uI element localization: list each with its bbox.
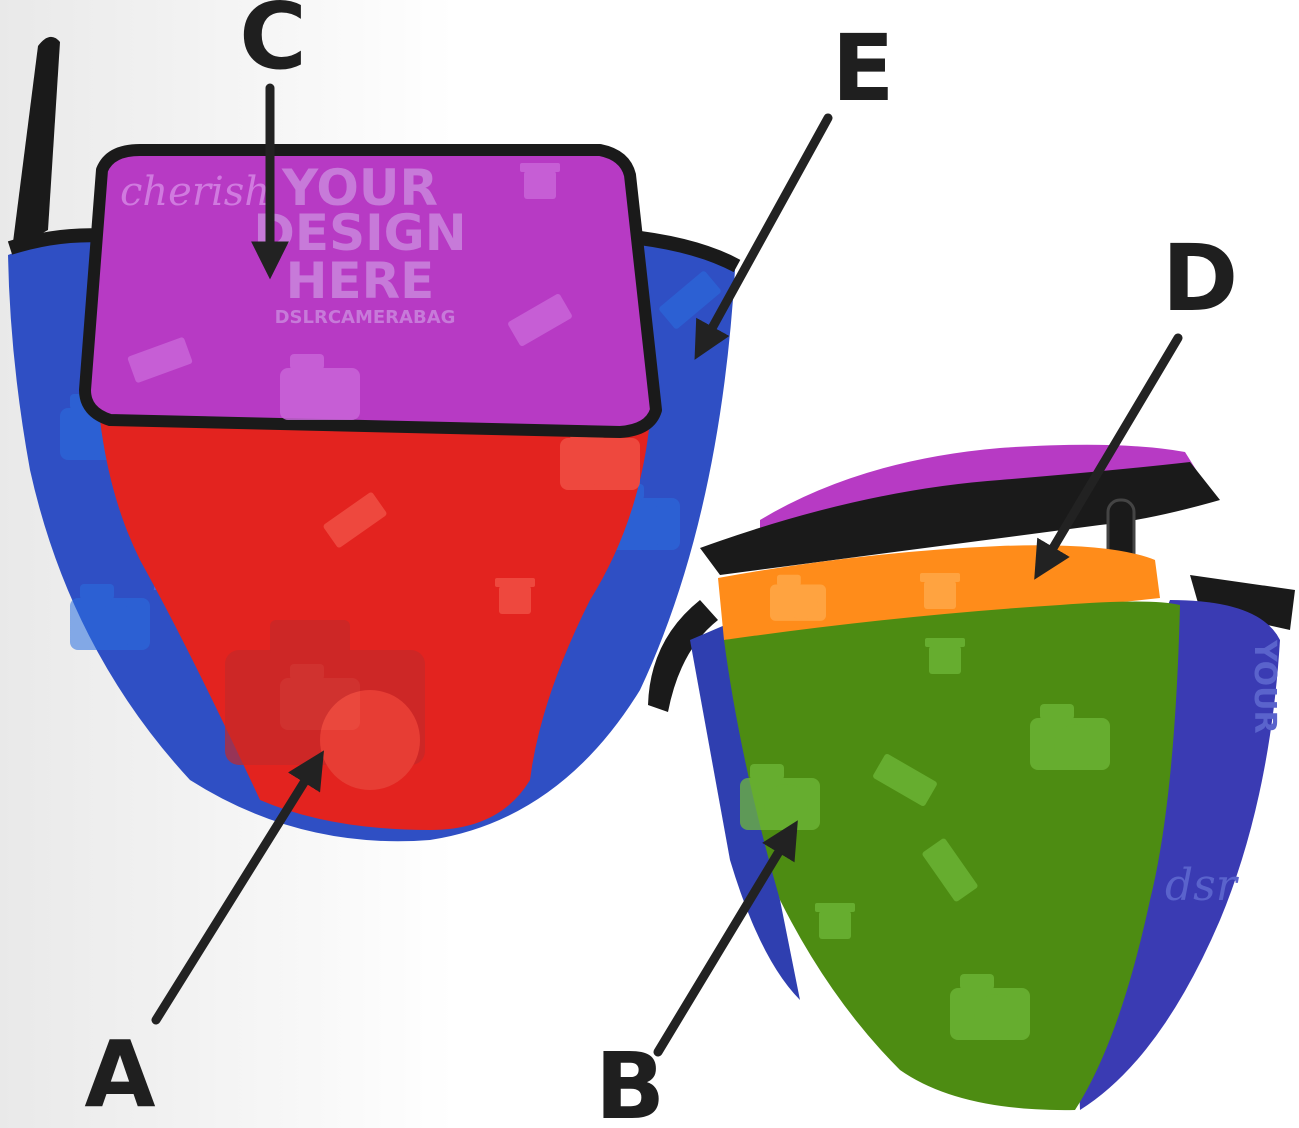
callout-label-a: A [84, 1021, 155, 1128]
side-edge-word: YOUR [1247, 639, 1282, 734]
flap-design-line3: HERE [286, 252, 435, 310]
callout-label-d: D [1162, 225, 1238, 332]
flap-brand-text: cherish [120, 169, 270, 215]
side-brand-word: dsr [1165, 860, 1240, 911]
callout-label-b: B [595, 1033, 665, 1128]
callout-label-c: C [239, 0, 307, 90]
flap-design-line4: DSLRCAMERABAG [275, 307, 456, 328]
callout-label-e: E [832, 15, 895, 122]
